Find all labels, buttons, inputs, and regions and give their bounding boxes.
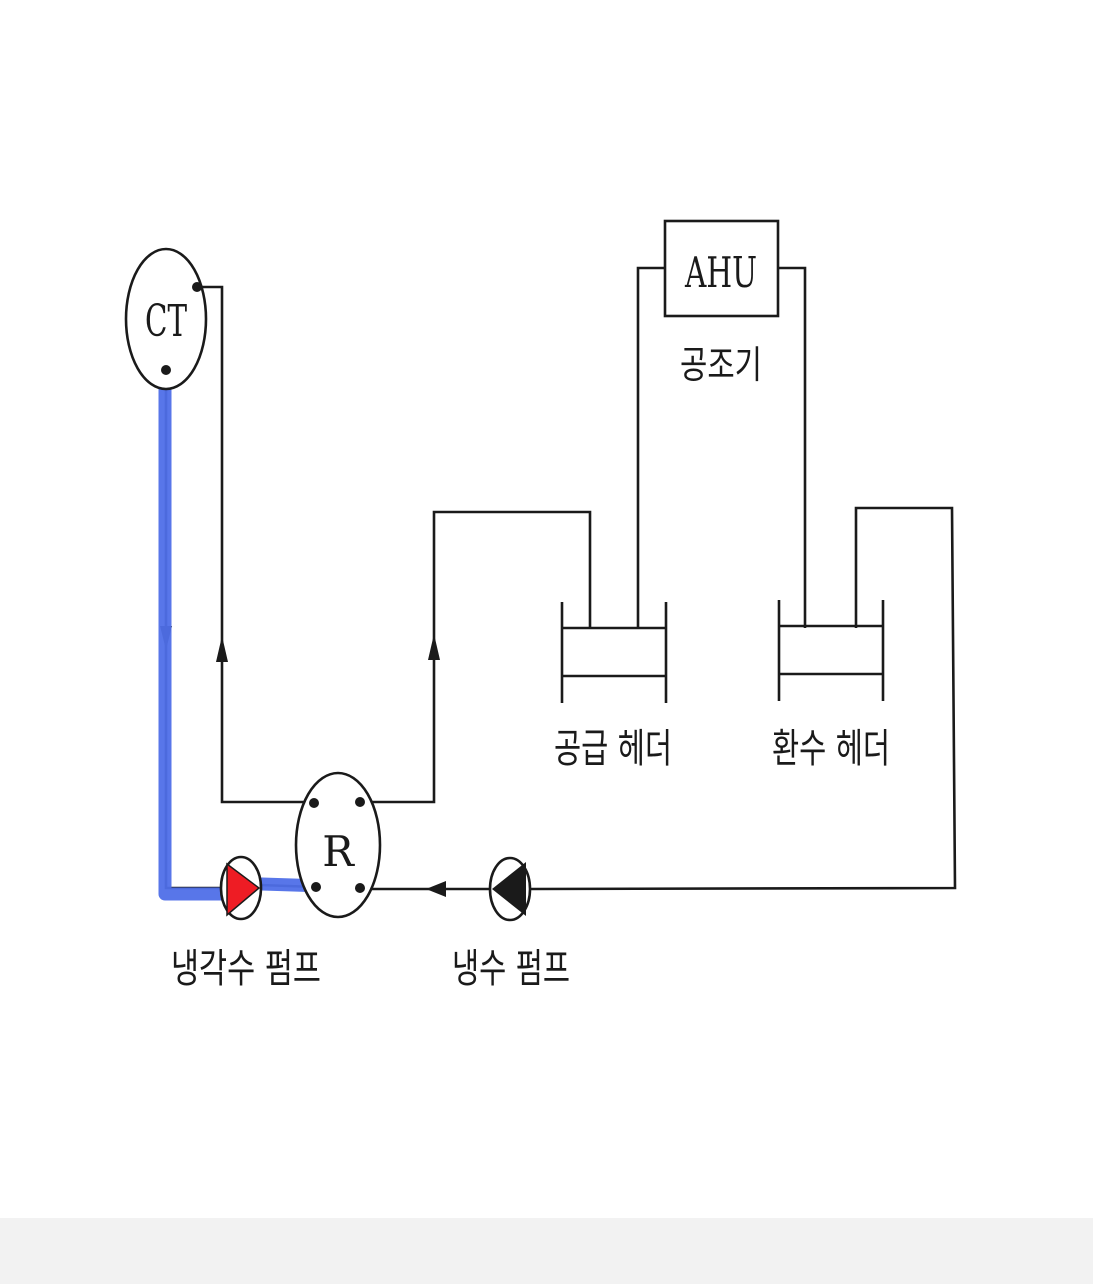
ct-outlet-port <box>192 282 202 292</box>
bottom-bar <box>0 1218 1093 1284</box>
pipe-r-to-supply-header <box>360 510 592 804</box>
r-port-top-left <box>309 798 319 808</box>
ahu-label: AHU <box>684 248 757 297</box>
arrow-up-ct-return <box>216 636 228 662</box>
highlight-cooling-water-line <box>158 363 231 901</box>
ahu-box <box>663 219 780 318</box>
refrigerator-label: R <box>322 827 355 876</box>
pipe-lines <box>164 266 957 891</box>
pipe-return-to-pump <box>529 506 957 891</box>
chilled-water-pump-triangle <box>492 862 526 916</box>
arrow-up-supply <box>428 634 440 660</box>
ahu-caption: 공조기 <box>680 343 762 387</box>
pipe-cooling-pump <box>164 372 317 890</box>
cooling-tower: CT <box>124 247 208 391</box>
supply-header <box>560 602 668 703</box>
r-port-bottom-right <box>355 883 365 893</box>
supply-header-label: 공급 헤더 <box>554 726 672 772</box>
pipe-supply-to-ahu <box>636 266 665 628</box>
cooling-water-pump-label: 냉각수 펌프 <box>171 946 321 992</box>
chilled-water-pump <box>488 856 532 922</box>
pipe-ahu-to-return <box>778 266 807 628</box>
cooling-tower-shape <box>124 247 208 391</box>
return-header-label: 환수 헤더 <box>772 726 890 772</box>
cooling-water-pump <box>219 855 263 921</box>
chilled-water-pump-label: 냉수 펌프 <box>452 946 570 992</box>
ct-inlet-port <box>161 365 171 375</box>
return-header <box>777 600 885 701</box>
ct-label: CT <box>145 296 187 347</box>
r-port-bottom-left <box>311 882 321 892</box>
arrow-left-return <box>426 881 446 897</box>
refrigerator-shape <box>294 771 382 919</box>
cooling-water-pump-triangle <box>226 862 261 917</box>
air-handling-unit: AHU 공조기 <box>663 219 780 387</box>
pipe-ct-return <box>197 285 312 804</box>
r-port-top-right <box>355 797 365 807</box>
refrigerator: R <box>294 771 382 919</box>
